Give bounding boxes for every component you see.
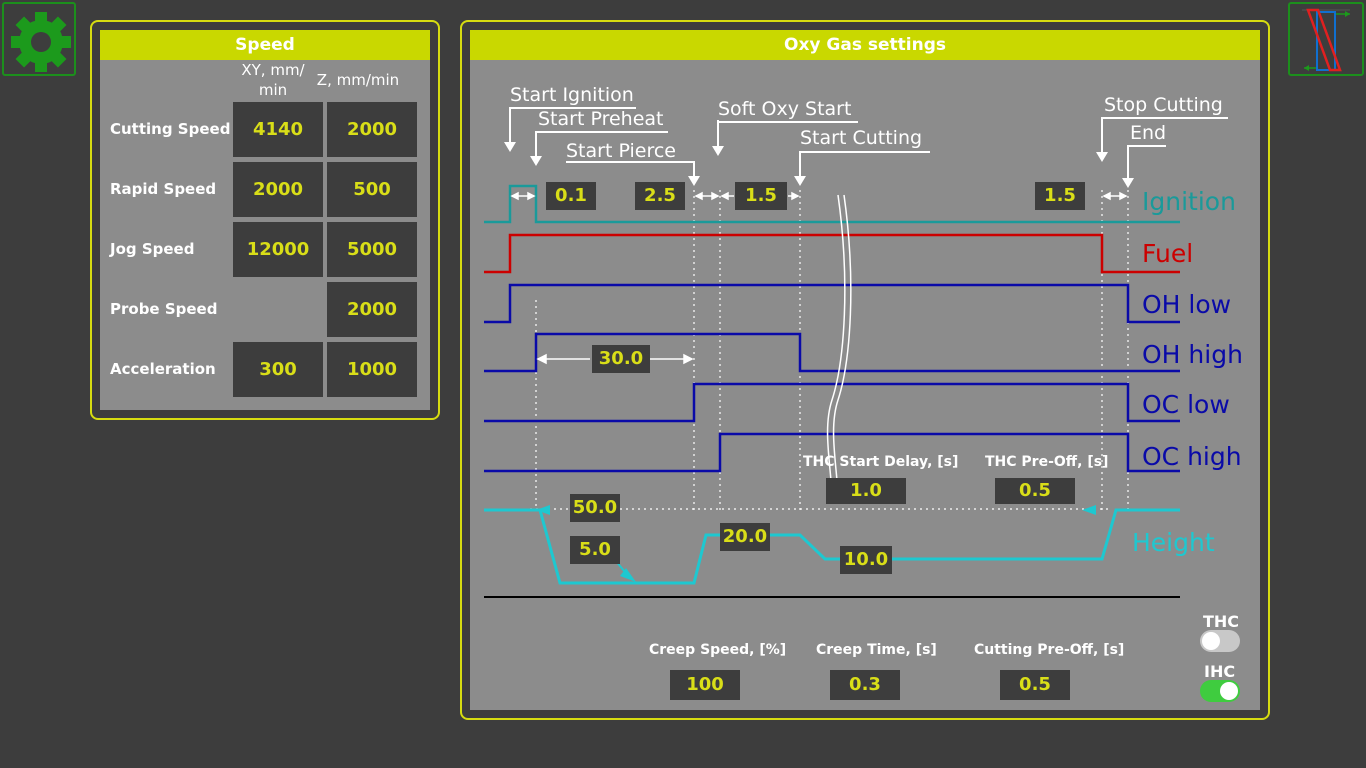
jog-speed-z-input[interactable]: 5000 [327, 222, 417, 277]
preheat-time-input[interactable]: 30.0 [592, 345, 650, 373]
event-markers [509, 107, 1228, 182]
fuel-signal [484, 233, 1180, 274]
height-arrow-right [1082, 505, 1096, 515]
height-arrow-left [536, 505, 550, 515]
thc-toggle-knob [1202, 632, 1220, 650]
cutting-speed-label: Cutting Speed [110, 120, 231, 138]
oc-high-signal [484, 432, 1180, 473]
ignition-height-input[interactable]: 5.0 [570, 536, 620, 564]
creep-time-label: Creep Time, [s] [816, 642, 937, 658]
cutting-pre-off-input[interactable]: 0.5 [1000, 670, 1070, 700]
rapid-speed-label: Rapid Speed [110, 180, 217, 198]
z-column-header: Z, mm/min [316, 71, 400, 89]
start-cutting-label: Start Cutting [800, 127, 923, 149]
event-arrowheads [504, 142, 1134, 188]
time-break-mark [826, 194, 852, 501]
jog-speed-label: Jog Speed [110, 240, 195, 258]
acceleration-label: Acceleration [110, 360, 216, 378]
xy-column-header: XY, mm/ min [241, 61, 305, 99]
ihc-toggle-label: IHC [1204, 662, 1236, 681]
jog-speed-xy-input[interactable]: 12000 [233, 222, 323, 277]
oh-high-signal [484, 332, 1180, 373]
acceleration-xy-input[interactable]: 300 [233, 342, 323, 397]
start-ignition-label: Start Ignition [510, 84, 634, 106]
creep-speed-input[interactable]: 100 [670, 670, 740, 700]
height-signal-label: Height [1132, 528, 1215, 557]
gear-icon [11, 12, 71, 72]
rapid-speed-z-input[interactable]: 500 [327, 162, 417, 217]
thc-toggle[interactable] [1200, 630, 1240, 652]
settings-button[interactable] [2, 2, 76, 76]
cutting-speed-z-input[interactable]: 2000 [327, 102, 417, 157]
mode-toggle-button[interactable] [1288, 2, 1364, 76]
speed-panel-body: Speed XY, mm/ min Z, mm/min Cutting Spee… [100, 30, 430, 410]
rapid-speed-xy-input[interactable]: 2000 [233, 162, 323, 217]
thc-toggle-label: THC [1203, 612, 1240, 631]
acceleration-z-input[interactable]: 1000 [327, 342, 417, 397]
oh-low-signal [484, 283, 1180, 324]
speed-panel: Speed XY, mm/ min Z, mm/min Cutting Spee… [90, 20, 440, 420]
oxy-gas-panel-title: Oxy Gas settings [470, 30, 1260, 60]
cut-start-height-input[interactable]: 20.0 [720, 523, 770, 551]
thc-start-delay-label: THC Start Delay, [s] [803, 454, 959, 470]
soft-oxy-time-input[interactable]: 1.5 [735, 182, 787, 210]
creep-time-input[interactable]: 0.3 [830, 670, 900, 700]
thc-pre-off-input[interactable]: 0.5 [995, 478, 1075, 504]
oxy-gas-panel-body: Oxy Gas settings [470, 30, 1260, 710]
ihc-toggle[interactable] [1200, 680, 1240, 702]
pierce-height-input[interactable]: 50.0 [570, 494, 620, 522]
ignition-signal [484, 184, 1180, 224]
pierce-time-input[interactable]: 2.5 [635, 182, 685, 210]
stop-time-input[interactable]: 1.5 [1035, 182, 1085, 210]
creep-speed-label: Creep Speed, [%] [649, 642, 787, 658]
start-pierce-label: Start Pierce [566, 140, 676, 162]
time-guides [530, 190, 1129, 510]
cutting-mode-icon [1302, 8, 1350, 72]
oc-high-signal-label: OC high [1142, 442, 1242, 471]
time-interval-arrows [510, 191, 1128, 365]
oxy-gas-panel: Oxy Gas settings [460, 20, 1270, 720]
speed-panel-title: Speed [100, 30, 430, 60]
cutting-speed-xy-input[interactable]: 4140 [233, 102, 323, 157]
cutting-pre-off-label: Cutting Pre-Off, [s] [974, 642, 1125, 658]
cut-height-input[interactable]: 10.0 [840, 546, 892, 574]
thc-start-delay-input[interactable]: 1.0 [826, 478, 906, 504]
probe-speed-z-input[interactable]: 2000 [327, 282, 417, 337]
probe-speed-label: Probe Speed [110, 300, 218, 318]
oh-high-signal-label: OH high [1142, 340, 1243, 369]
fuel-signal-label: Fuel [1142, 239, 1194, 268]
soft-oxy-start-label: Soft Oxy Start [718, 98, 852, 120]
start-preheat-label: Start Preheat [538, 108, 664, 130]
oc-low-signal-label: OC low [1142, 390, 1230, 419]
ignition-time-input[interactable]: 0.1 [546, 182, 596, 210]
end-label: End [1130, 122, 1167, 144]
ihc-toggle-knob [1220, 682, 1238, 700]
oc-low-signal [484, 382, 1180, 423]
ignition-signal-label: Ignition [1142, 187, 1236, 216]
thc-pre-off-label: THC Pre-Off, [s] [985, 454, 1109, 470]
oh-low-signal-label: OH low [1142, 290, 1232, 319]
stop-cutting-label: Stop Cutting [1104, 94, 1223, 116]
